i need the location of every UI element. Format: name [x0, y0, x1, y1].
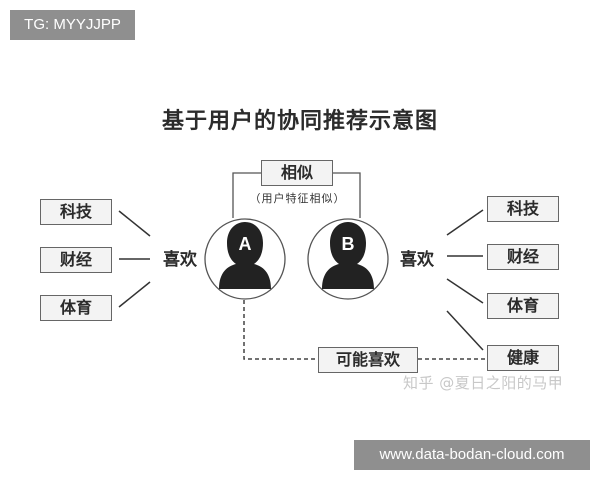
b-item-sports: 体育	[487, 293, 559, 319]
b-item-finance: 财经	[487, 244, 559, 270]
connector-b-item-1	[446, 209, 484, 236]
similar-sublabel: （用户特征相似）	[240, 190, 355, 208]
connector-a-item-1	[118, 210, 151, 237]
user-b-silhouette-icon	[322, 222, 374, 289]
user-b-letter: B	[342, 234, 355, 254]
a-item-sports: 体育	[40, 295, 112, 321]
a-item-tech: 科技	[40, 199, 112, 225]
user-a-silhouette-icon	[219, 222, 271, 289]
user-b-avatar: B	[307, 218, 389, 300]
recommendation-dashed-path	[243, 300, 318, 360]
b-likes-label: 喜欢	[400, 250, 434, 270]
top-left-tag: TG: MYYJJPP	[10, 10, 135, 40]
similar-label-box: 相似	[261, 160, 333, 186]
diagram-title: 基于用户的协同推荐示意图	[161, 109, 438, 134]
connector-b-item-3	[446, 278, 484, 304]
a-likes-label: 喜欢	[163, 250, 197, 270]
user-a-avatar: A	[204, 218, 286, 300]
zhihu-watermark: 知乎 @夏日之阳的马甲	[403, 374, 564, 392]
b-item-health: 健康	[487, 345, 559, 371]
connector-a-item-3	[118, 281, 151, 308]
connector-b-item-4	[446, 310, 484, 351]
user-a-letter: A	[239, 234, 252, 254]
b-item-tech: 科技	[487, 196, 559, 222]
recommend-label-box: 可能喜欢	[318, 347, 418, 373]
a-item-finance: 财经	[40, 247, 112, 273]
bottom-right-url-tag: www.data-bodan-cloud.com	[354, 440, 590, 470]
